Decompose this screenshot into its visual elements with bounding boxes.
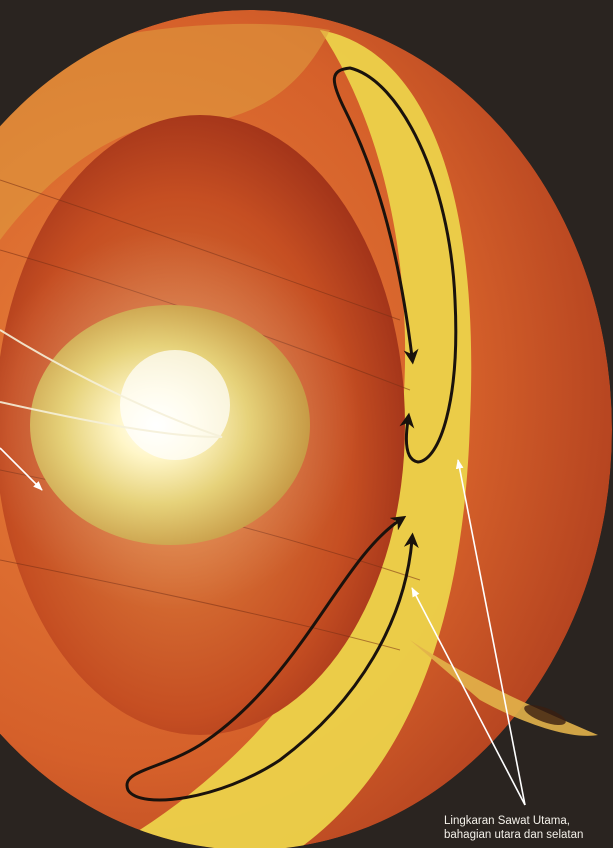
caption-line-2: bahagian utara dan selatan [444, 828, 613, 842]
caption-line-1: Lingkaran Sawat Utama, [444, 814, 613, 828]
circulation-caption: Lingkaran Sawat Utama, bahagian utara da… [444, 814, 613, 842]
core-highlight [120, 350, 230, 460]
